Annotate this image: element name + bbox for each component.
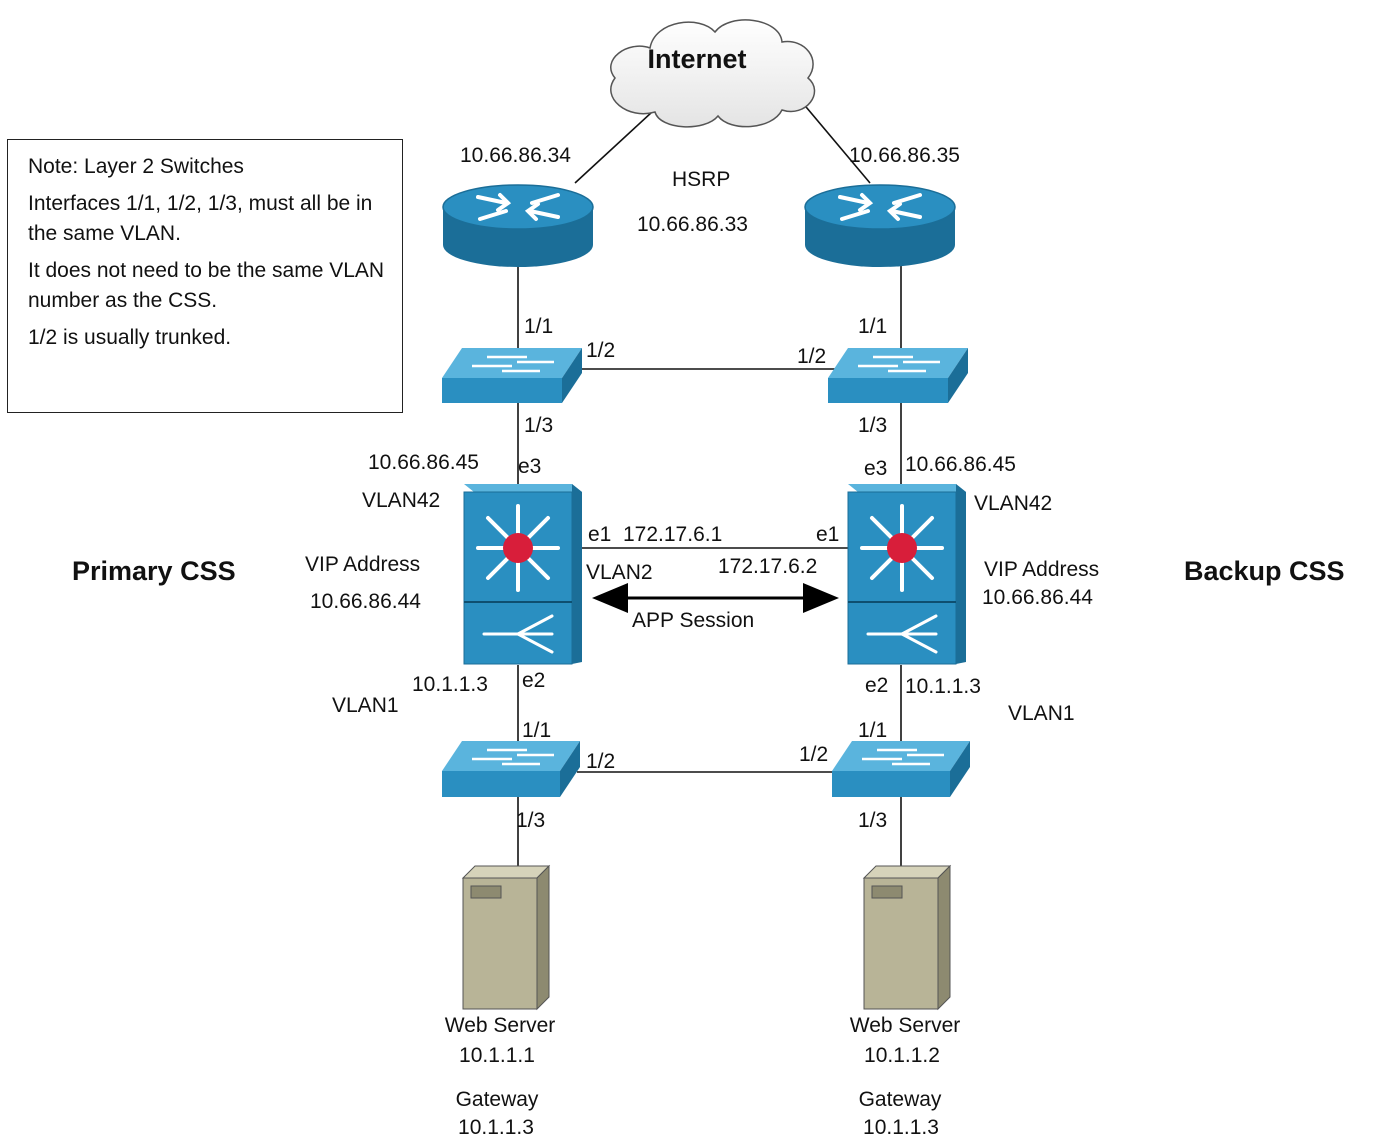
primary-vip-label: VIP Address xyxy=(305,553,420,576)
upper-left-port-1: 1/1 xyxy=(524,315,553,338)
link-internet-router-left xyxy=(574,111,653,184)
backup-vlan1: VLAN1 xyxy=(1008,702,1075,725)
upper-right-port-3: 1/3 xyxy=(858,414,887,437)
backup-vip-ip: 10.66.86.44 xyxy=(982,586,1093,609)
server-right-gateway-label: Gateway xyxy=(859,1088,942,1111)
hsrp-ip: 10.66.86.33 xyxy=(637,213,748,236)
backup-e3-ip: 10.66.86.45 xyxy=(905,453,1016,476)
backup-vip-label: VIP Address xyxy=(984,558,1099,581)
primary-e2-label: e2 xyxy=(522,669,545,692)
backup-css-icon xyxy=(847,484,966,665)
internet-label: Internet xyxy=(647,44,746,74)
backup-e1-ip: 172.17.6.2 xyxy=(718,555,817,578)
backup-e2-ip: 10.1.1.3 xyxy=(905,675,981,698)
note-line-2: Interfaces 1/1, 1/2, 1/3, must all be in… xyxy=(28,192,373,245)
primary-e1-label: e1 xyxy=(588,523,611,546)
note-box: Note: Layer 2 Switches Interfaces 1/1, 1… xyxy=(7,139,403,413)
web-server-right-icon xyxy=(862,864,952,1011)
switch-lower-left-icon xyxy=(442,741,580,797)
web-server-left-icon xyxy=(461,864,551,1011)
primary-e3-ip: 10.66.86.45 xyxy=(368,451,479,474)
primary-e3-label: e3 xyxy=(518,455,541,478)
links xyxy=(517,94,902,870)
lower-right-port-1: 1/1 xyxy=(858,719,887,742)
router-right-ip: 10.66.86.35 xyxy=(849,144,960,167)
server-left-label: Web Server xyxy=(445,1014,556,1037)
upper-left-port-3: 1/3 xyxy=(524,414,553,437)
primary-vlan1: VLAN1 xyxy=(332,694,399,717)
backup-vlan42: VLAN42 xyxy=(974,492,1052,515)
backup-e2-label: e2 xyxy=(865,674,888,697)
server-right-gateway-ip: 10.1.1.3 xyxy=(863,1116,939,1138)
router-left-icon xyxy=(442,184,594,267)
primary-css-icon xyxy=(463,484,582,665)
switch-upper-left-icon xyxy=(442,348,582,403)
primary-vlan2: VLAN2 xyxy=(586,561,653,584)
lower-left-port-1: 1/1 xyxy=(522,719,551,742)
switch-upper-right-icon xyxy=(828,348,968,403)
primary-e2-ip: 10.1.1.3 xyxy=(412,673,488,696)
router-left-ip: 10.66.86.34 xyxy=(460,144,571,167)
lower-left-port-2: 1/2 xyxy=(586,750,615,773)
server-right-ip: 10.1.1.2 xyxy=(864,1044,940,1067)
note-line-1: Note: Layer 2 Switches xyxy=(28,155,244,178)
primary-vlan42: VLAN42 xyxy=(362,489,440,512)
lower-right-port-3: 1/3 xyxy=(858,809,887,832)
primary-vip-ip: 10.66.86.44 xyxy=(310,590,421,613)
app-session-label: APP Session xyxy=(632,609,754,632)
upper-right-port-1: 1/1 xyxy=(858,315,887,338)
hsrp-label: HSRP xyxy=(672,168,730,191)
server-left-gateway-ip: 10.1.1.3 xyxy=(458,1116,534,1138)
server-left-gateway-label: Gateway xyxy=(456,1088,539,1111)
upper-right-port-2: 1/2 xyxy=(797,345,826,368)
primary-e1-ip: 172.17.6.1 xyxy=(623,523,722,546)
note-line-4: 1/2 is usually trunked. xyxy=(28,326,232,349)
link-internet-router-right xyxy=(795,94,871,184)
switch-lower-right-icon xyxy=(832,741,970,797)
note-line-3: It does not need to be the same VLAN num… xyxy=(28,259,385,312)
router-right-icon xyxy=(804,184,956,267)
upper-left-port-2: 1/2 xyxy=(586,339,615,362)
server-left-ip: 10.1.1.1 xyxy=(459,1044,535,1067)
backup-e3-label: e3 xyxy=(864,457,887,480)
lower-right-port-2: 1/2 xyxy=(799,743,828,766)
server-right-label: Web Server xyxy=(850,1014,961,1037)
internet-cloud-icon xyxy=(610,19,816,128)
lower-left-port-3: 1/3 xyxy=(516,809,545,832)
primary-css-title: Primary CSS xyxy=(72,556,236,586)
backup-e1-label: e1 xyxy=(816,523,839,546)
backup-css-title: Backup CSS xyxy=(1184,556,1345,586)
